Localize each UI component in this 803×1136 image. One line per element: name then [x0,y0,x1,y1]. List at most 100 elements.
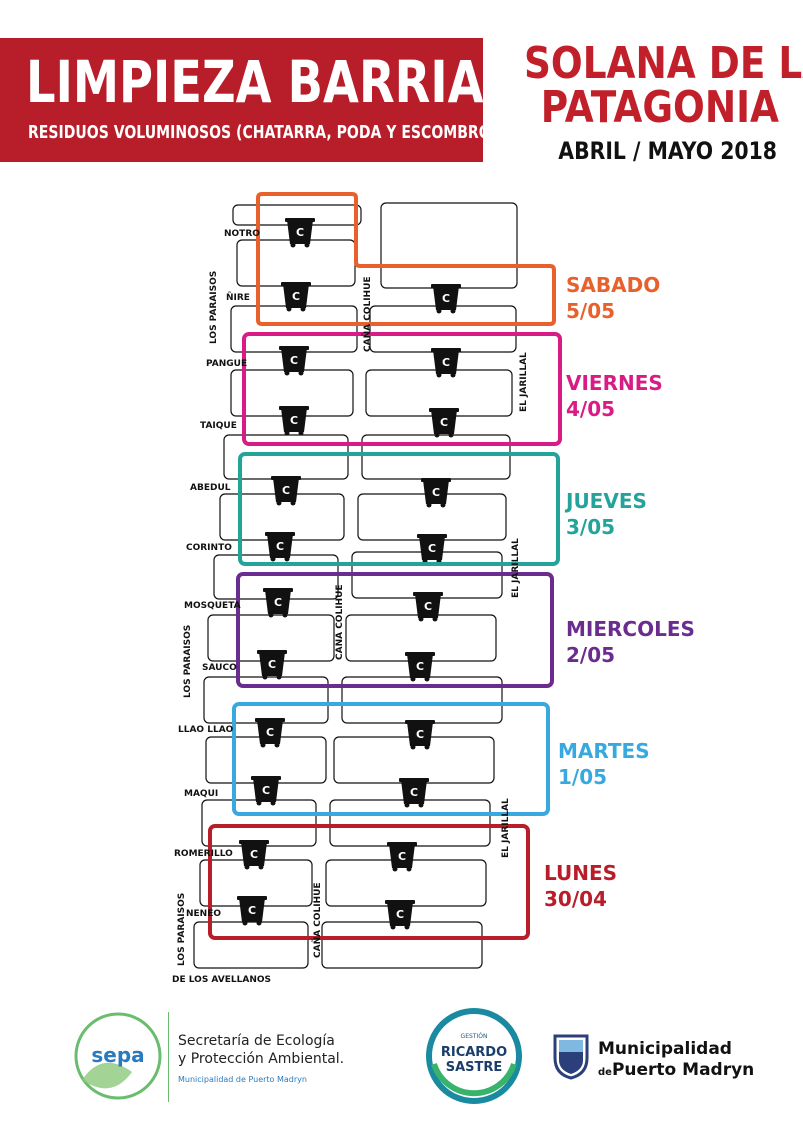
street-label-cana-colihue: CAÑA COLIHUE [334,584,345,660]
gestion-ricardo-sastre-logo: GESTIÓN RICARDO SASTRE [426,1008,522,1104]
sepa-name: Secretaría de Ecología y Protección Ambi… [178,1032,344,1068]
footer-divider [168,1012,169,1102]
street-label-cana-colihue: CAÑA COLIHUE [312,882,323,958]
svg-text:C: C [432,486,440,499]
svg-text:SASTRE: SASTRE [446,1060,503,1075]
title-banner [0,38,483,162]
day-label-sabado: SABADO [566,273,660,297]
container-icon: C [251,776,281,806]
municipality-city-prefix: de [598,1067,612,1078]
container-icon: C [255,718,285,748]
container-icon: C [237,896,267,926]
container-icon: C [271,476,301,506]
period-label: ABRIL / MAYO 2018 [558,137,777,165]
municipal-shield-icon [553,1034,589,1080]
container-icon: C [421,478,451,508]
svg-text:C: C [282,484,290,497]
svg-text:C: C [428,542,436,555]
svg-text:C: C [290,354,298,367]
container-icon: C [405,720,435,750]
street-label-el-jarillal: EL JARILLAL [511,538,521,598]
zone-outline-martes [232,702,550,816]
street-label-los-paraisos: LOS PARAISOS [177,893,187,966]
container-icon: C [385,900,415,930]
container-icon: C [417,534,447,564]
day-label-viernes: VIERNES [566,371,663,395]
date-label-martes: 1/05 [558,765,607,789]
date-label-lunes: 30/04 [544,887,607,911]
svg-text:C: C [398,850,406,863]
svg-text:C: C [442,356,450,369]
day-label-martes: MARTES [558,739,650,763]
street-label-el-jarillal: EL JARILLAL [501,798,511,858]
sepa-name-line1: Secretaría de Ecología [178,1033,335,1049]
container-icon: C [265,532,295,562]
street-label-romerillo: ROMERILLO [174,849,233,859]
containers: C C C C C C C C C C C C C C C C C C C C … [237,218,461,930]
date-label-miercoles: 2/05 [566,643,615,667]
svg-text:sepa: sepa [91,1043,144,1067]
day-label-miercoles: MIERCOLES [566,617,695,641]
sepa-name-line2: y Protección Ambiental. [178,1051,345,1067]
zone-outline-sabado [256,192,556,326]
svg-text:C: C [250,848,258,861]
container-icon: C [431,284,461,314]
container-icon: C [279,346,309,376]
street-label-mosqueta: MOSQUETA [184,601,241,611]
street-label-nire: ÑIRE [226,292,250,303]
street-label-los-paraisos: LOS PARAISOS [183,625,193,698]
svg-text:C: C [292,290,300,303]
street-label-neneo: NENEO [186,909,221,919]
date-label-viernes: 4/05 [566,397,615,421]
svg-text:C: C [290,414,298,427]
zone-outline-jueves [238,452,560,566]
street-label-los-paraisos: LOS PARAISOS [209,271,219,344]
zone-outline-miercoles [236,572,554,688]
municipality-name: Municipalidad [598,1039,732,1059]
svg-text:C: C [276,540,284,553]
street-label-taique: TAIQUE [200,421,237,431]
svg-text:C: C [266,726,274,739]
svg-text:C: C [248,904,256,917]
svg-text:C: C [440,416,448,429]
date-label-sabado: 5/05 [566,299,615,323]
svg-text:GESTIÓN: GESTIÓN [461,1033,488,1040]
municipality-city-name: Puerto Madryn [611,1060,755,1080]
container-icon: C [281,282,311,312]
svg-text:C: C [410,786,418,799]
day-label-lunes: LUNES [544,861,617,885]
container-icon: C [279,406,309,436]
svg-text:C: C [296,226,304,239]
container-icon: C [257,650,287,680]
svg-text:C: C [442,292,450,305]
container-icon: C [429,408,459,438]
svg-text:C: C [416,660,424,673]
svg-text:C: C [274,596,282,609]
date-label-jueves: 3/05 [566,515,615,539]
container-icon: C [387,842,417,872]
neighborhood-map: C C C C C C C C C C C C C C C C C C C C … [172,192,695,985]
sepa-municipality: Municipalidad de Puerto Madryn [178,1075,307,1084]
svg-text:C: C [268,658,276,671]
day-label-jueves: JUEVES [564,489,647,513]
street-label-notro: NOTRO [224,229,260,239]
container-icon: C [399,778,429,808]
street-label-sauco: SAUCO [202,663,237,673]
street-label-llao-llao: LLAO LLAO [178,725,234,735]
sepa-logo: sepa [74,1012,162,1100]
zone-outline-lunes [208,824,530,940]
street-label-de-los-avellanos: DE LOS AVELLANOS [172,975,271,985]
neighborhood-name-line1: SOLANA DE LA [524,38,803,89]
neighborhood-name-line2: PATAGONIA [540,82,779,133]
container-icon: C [413,592,443,622]
street-label-el-jarillal: EL JARILLAL [519,352,529,412]
street-label-corinto: CORINTO [186,543,232,553]
svg-text:C: C [262,784,270,797]
street-label-abedul: ABEDUL [190,483,231,493]
svg-text:C: C [416,728,424,741]
page-title: LIMPIEZA BARRIAL [26,48,514,116]
street-label-cana-colihue: CAÑA COLIHUE [362,276,373,352]
container-icon: C [239,840,269,870]
container-icon: C [431,348,461,378]
municipality-city: dePuerto Madryn [598,1060,754,1080]
